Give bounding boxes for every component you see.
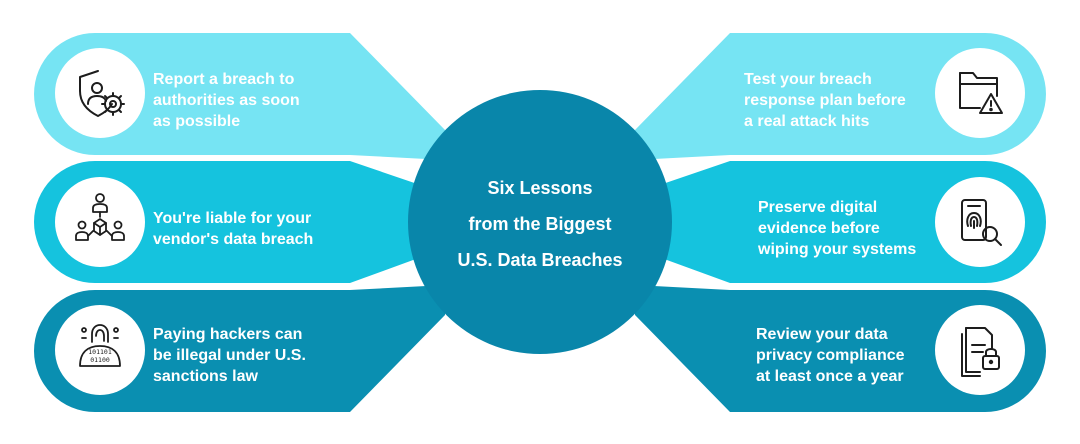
banner-left-1 — [34, 33, 445, 160]
center-title: Six Lessons from the Biggest U.S. Data B… — [457, 178, 623, 270]
hacker-binary-icon: 101101 01100 — [79, 324, 121, 367]
vendor-network-icon — [75, 193, 125, 241]
icon-circle-right-1 — [935, 48, 1025, 138]
icon-circle-left-2 — [55, 177, 145, 267]
lesson-2-text: You're liable for your vendor's data bre… — [153, 210, 314, 248]
banner-right-3 — [635, 285, 1046, 412]
center-circle — [408, 90, 672, 354]
document-lock-icon — [961, 327, 1000, 377]
lesson-6-text: Review your data privacy compliance at l… — [756, 326, 905, 385]
shield-user-gear-icon — [79, 70, 125, 117]
svg-text:01100: 01100 — [90, 356, 110, 364]
lesson-3-text: Paying hackers can be illegal under U.S.… — [153, 326, 306, 385]
banner-right-2 — [645, 161, 1046, 283]
svg-text:101101: 101101 — [88, 348, 112, 356]
banner-left-3 — [34, 285, 445, 412]
fingerprint-search-icon — [961, 199, 1002, 246]
banner-right-1 — [635, 33, 1046, 160]
icon-circle-left-3 — [55, 305, 145, 395]
lesson-1-text: Report a breach to authorities as soon a… — [153, 71, 300, 130]
lesson-4-text: Test your breach response plan before a … — [744, 71, 906, 130]
folder-warning-icon — [959, 72, 1003, 114]
icon-circle-right-3 — [935, 305, 1025, 395]
banner-left-2 — [34, 161, 435, 283]
lesson-5-text: Preserve digital evidence before wiping … — [758, 199, 917, 258]
